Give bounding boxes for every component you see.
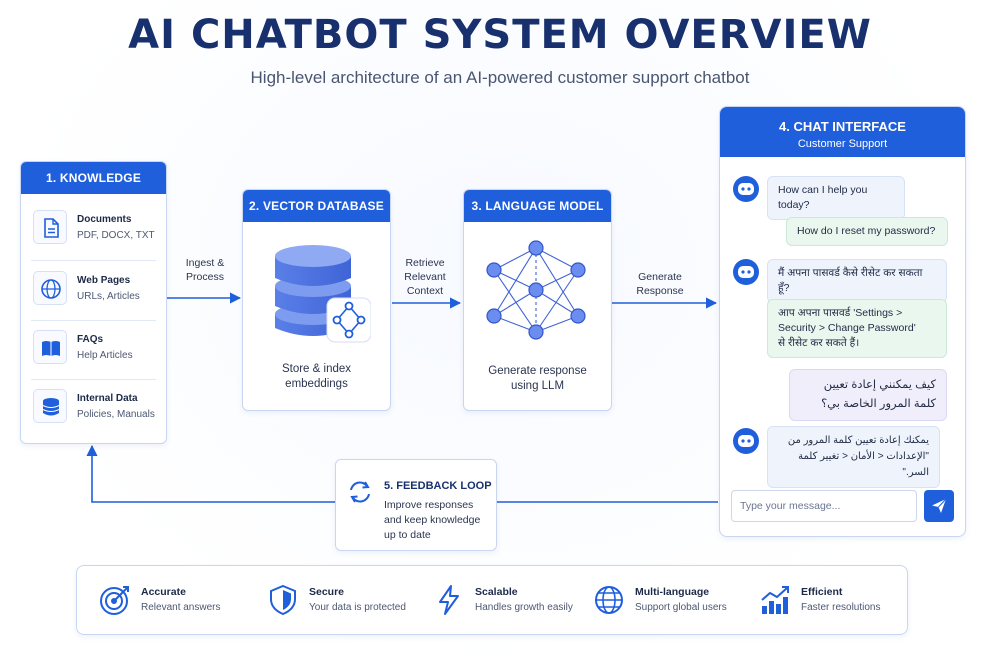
source-title: Web Pages	[77, 275, 131, 286]
book-icon	[33, 330, 67, 364]
page-subtitle: High-level architecture of an AI-powered…	[250, 68, 750, 87]
chat-header: 4. CHAT INTERFACE Customer Support	[720, 107, 965, 157]
language-model-desc: Generate response using LLM	[488, 365, 587, 392]
language-model-card: 3. LANGUAGE MODEL Generate response usin…	[463, 189, 612, 411]
database-icon	[275, 245, 371, 343]
vector-database-title: 2. VECTOR DATABASE	[243, 190, 390, 222]
globe-icon	[33, 271, 67, 305]
feature-title: Secure	[309, 586, 345, 598]
chat-title: 4. CHAT INTERFACE	[779, 119, 906, 134]
feature-title: Multi-language	[635, 586, 710, 598]
vector-database-card: 2. VECTOR DATABASE Store & index embeddi…	[242, 189, 391, 411]
chat-message-user: आप अपना पासवर्ड 'Settings > Security > C…	[767, 299, 947, 358]
chart-icon	[761, 586, 789, 614]
divider	[31, 379, 156, 380]
source-subtitle: PDF, DOCX, TXT	[77, 230, 155, 241]
source-title: FAQs	[77, 334, 104, 345]
bot-avatar	[733, 259, 759, 285]
send-button[interactable]	[924, 490, 954, 522]
source-subtitle: URLs, Articles	[77, 291, 140, 302]
lightning-icon	[439, 585, 459, 615]
feature-subtitle: Your data is protected	[309, 602, 406, 613]
bot-avatar	[733, 428, 759, 454]
page-title: AI CHATBOT SYSTEM OVERVIEW	[128, 12, 872, 58]
feature-title: Efficient	[801, 586, 843, 598]
feature-title: Scalable	[475, 586, 518, 598]
send-icon	[932, 498, 947, 513]
flow-label-retrieve: Retrieve Relevant Context	[404, 257, 446, 297]
features-bar: Accurate Relevant answers Secure Your da…	[76, 565, 908, 635]
chat-message-input[interactable]	[731, 490, 917, 522]
bot-avatar	[733, 176, 759, 202]
divider	[31, 260, 156, 261]
source-title: Documents	[77, 214, 132, 225]
knowledge-sources-title: 1. KNOWLEDGE SOURCES	[21, 162, 166, 217]
chat-message-user: كيف يمكنني إعادة تعيين كلمة المرور الخاص…	[789, 369, 947, 421]
feedback-loop-title: 5. FEEDBACK LOOP	[384, 480, 492, 492]
neural-network-icon	[486, 240, 586, 340]
feature-subtitle: Relevant answers	[141, 602, 221, 613]
flow-label-generate: Generate Response	[636, 271, 684, 297]
source-documents: Documents PDF, DOCX, TXT	[31, 202, 156, 254]
refresh-icon	[350, 481, 370, 503]
feedback-loop-card: 5. FEEDBACK LOOP Improve responses and k…	[335, 459, 497, 551]
language-model-title: 3. LANGUAGE MODEL	[464, 190, 611, 222]
chat-message-bot: मैं अपना पासवर्ड कैसे रीसेट कर सकता हूँ?	[767, 259, 947, 303]
database-icon	[33, 389, 67, 423]
chat-message-user: How do I reset my password?	[786, 217, 948, 246]
chat-message-bot: يمكنك إعادة تعيين كلمة المرور من "الإعدا…	[767, 426, 940, 488]
source-faqs: FAQs Help Articles	[31, 322, 156, 374]
flow-label-ingest: Ingest & Process	[185, 257, 225, 283]
arrow-feedback-to-sources	[86, 444, 335, 503]
chat-message-bot: How can I help you today?	[767, 176, 905, 220]
feedback-loop-desc: Improve responses and keep knowledge up …	[384, 499, 481, 541]
source-subtitle: Help Articles	[77, 350, 133, 361]
vector-database-desc: Store & index embeddings	[281, 363, 352, 390]
chat-subtitle: Customer Support	[797, 138, 888, 150]
shield-icon	[270, 584, 296, 616]
source-title: Internal Data	[77, 393, 138, 404]
feature-subtitle: Support global users	[635, 602, 727, 613]
target-icon	[100, 586, 129, 615]
source-internal-data: Internal Data Policies, Manuals	[31, 381, 156, 433]
source-subtitle: Policies, Manuals	[77, 409, 155, 420]
globe-icon	[595, 586, 623, 614]
feature-subtitle: Faster resolutions	[801, 602, 881, 613]
divider	[31, 320, 156, 321]
document-icon	[33, 210, 67, 244]
knowledge-sources-card: 1. KNOWLEDGE SOURCES Documents PDF, DOCX…	[20, 161, 167, 444]
feature-subtitle: Handles growth easily	[475, 602, 573, 613]
source-web-pages: Web Pages URLs, Articles	[31, 263, 156, 315]
feature-title: Accurate	[141, 586, 186, 598]
